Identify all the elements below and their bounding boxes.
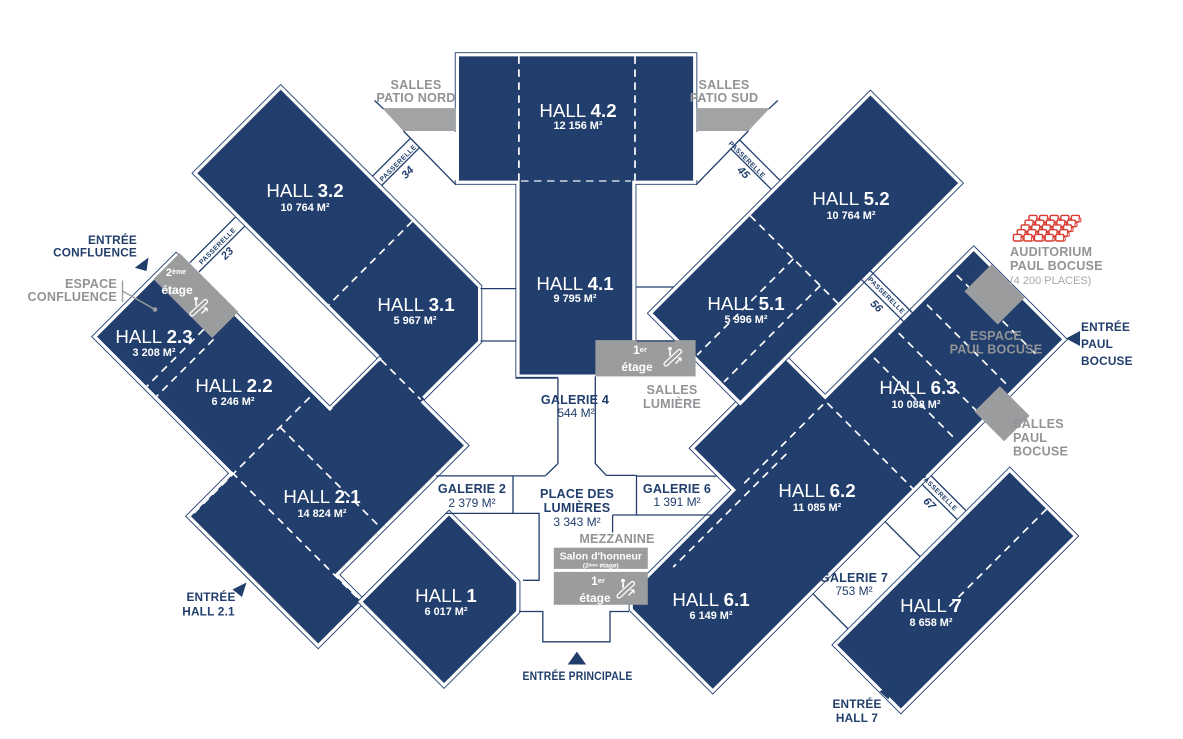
svg-text:ENTRÉE: ENTRÉE — [186, 590, 235, 604]
svg-text:HALL 6.2: HALL 6.2 — [778, 480, 855, 501]
svg-text:SALLES: SALLES — [699, 78, 750, 92]
svg-text:753 M²: 753 M² — [835, 584, 872, 598]
svg-text:GALERIE 7: GALERIE 7 — [820, 571, 888, 585]
svg-text:PAUL: PAUL — [1081, 337, 1113, 351]
svg-text:HALL 5.1: HALL 5.1 — [707, 293, 784, 314]
svg-text:14 824 M²: 14 824 M² — [297, 508, 346, 520]
svg-text:PAUL BOCUSE: PAUL BOCUSE — [950, 343, 1043, 357]
svg-text:BOCUSE: BOCUSE — [1081, 354, 1133, 368]
svg-text:1er: 1er — [633, 343, 647, 357]
svg-text:12 156 M²: 12 156 M² — [553, 120, 602, 132]
svg-text:SALLES: SALLES — [391, 78, 442, 92]
svg-text:HALL 7: HALL 7 — [900, 595, 962, 616]
svg-text:HALL 2.1: HALL 2.1 — [182, 605, 235, 619]
svg-text:ESPACE: ESPACE — [65, 277, 117, 291]
svg-text:10 088 M²: 10 088 M² — [891, 399, 940, 411]
svg-text:5 996 M²: 5 996 M² — [725, 314, 768, 326]
svg-text:1er: 1er — [591, 574, 605, 588]
svg-text:AUDITORIUM: AUDITORIUM — [1010, 245, 1092, 259]
svg-text:2 379 M²: 2 379 M² — [448, 496, 495, 510]
svg-text:HALL 1: HALL 1 — [415, 585, 477, 606]
svg-text:HALL 7: HALL 7 — [836, 711, 879, 725]
svg-text:8 658 M²: 8 658 M² — [910, 617, 953, 629]
svg-text:SALLES: SALLES — [1013, 417, 1064, 431]
svg-text:GALERIE 6: GALERIE 6 — [643, 482, 711, 496]
svg-text:11 085 M²: 11 085 M² — [793, 502, 842, 514]
svg-text:HALL 2.2: HALL 2.2 — [195, 375, 272, 396]
svg-text:3 343 M²: 3 343 M² — [553, 515, 600, 529]
svg-text:MEZZANINE: MEZZANINE — [579, 532, 654, 546]
svg-text:PATIO NORD: PATIO NORD — [376, 91, 455, 105]
svg-text:CONFLUENCE: CONFLUENCE — [28, 290, 117, 304]
svg-text:9 795 M²: 9 795 M² — [554, 293, 597, 305]
svg-text:LUMIÈRE: LUMIÈRE — [643, 396, 701, 411]
svg-text:HALL 2.1: HALL 2.1 — [283, 486, 360, 507]
svg-text:6 246 M²: 6 246 M² — [212, 396, 255, 408]
svg-text:HALL 6.1: HALL 6.1 — [672, 589, 749, 610]
svg-text:Salon d'honneur: Salon d'honneur — [560, 551, 642, 563]
svg-text:étage: étage — [621, 360, 653, 374]
svg-text:GALERIE 4: GALERIE 4 — [541, 393, 609, 407]
svg-text:10 764 M²: 10 764 M² — [280, 202, 329, 214]
svg-text:3 208 M²: 3 208 M² — [133, 347, 176, 359]
svg-text:ENTRÉE: ENTRÉE — [88, 233, 137, 247]
svg-text:HALL 4.2: HALL 4.2 — [539, 100, 616, 121]
svg-text:(2ème étage): (2ème étage) — [583, 563, 619, 570]
svg-text:6 149 M²: 6 149 M² — [690, 610, 733, 622]
svg-text:ENTRÉE: ENTRÉE — [832, 697, 881, 711]
svg-text:HALL 6.3: HALL 6.3 — [879, 377, 956, 398]
svg-text:étage: étage — [161, 283, 193, 297]
svg-text:10 764 M²: 10 764 M² — [826, 210, 875, 222]
svg-text:PATIO SUD: PATIO SUD — [690, 91, 759, 105]
svg-text:(4 200 PLACES): (4 200 PLACES) — [1010, 275, 1091, 287]
svg-text:PAUL BOCUSE: PAUL BOCUSE — [1010, 259, 1103, 273]
svg-text:étage: étage — [579, 591, 611, 605]
svg-text:ESPACE: ESPACE — [970, 329, 1022, 343]
svg-text:PLACE DES: PLACE DES — [540, 487, 614, 501]
svg-text:6 017 M²: 6 017 M² — [425, 606, 468, 618]
svg-text:HALL 4.1: HALL 4.1 — [536, 273, 613, 294]
svg-text:1 391 M²: 1 391 M² — [653, 495, 700, 509]
svg-text:544 M²: 544 M² — [557, 406, 594, 420]
svg-text:5 967 M²: 5 967 M² — [394, 315, 437, 327]
svg-text:SALLES: SALLES — [647, 383, 698, 397]
svg-text:BOCUSE: BOCUSE — [1013, 445, 1068, 459]
svg-text:ENTRÉE: ENTRÉE — [1081, 320, 1130, 334]
svg-text:HALL 3.1: HALL 3.1 — [377, 294, 454, 315]
svg-text:HALL 3.2: HALL 3.2 — [266, 180, 343, 201]
svg-text:LUMIÈRES: LUMIÈRES — [544, 500, 611, 515]
svg-text:HALL 5.2: HALL 5.2 — [812, 188, 889, 209]
svg-text:HALL 2.3: HALL 2.3 — [115, 326, 192, 347]
svg-text:ENTRÉE PRINCIPALE: ENTRÉE PRINCIPALE — [523, 669, 633, 683]
svg-text:CONFLUENCE: CONFLUENCE — [53, 246, 137, 260]
svg-text:GALERIE 2: GALERIE 2 — [438, 482, 506, 496]
svg-text:PAUL: PAUL — [1013, 431, 1047, 445]
